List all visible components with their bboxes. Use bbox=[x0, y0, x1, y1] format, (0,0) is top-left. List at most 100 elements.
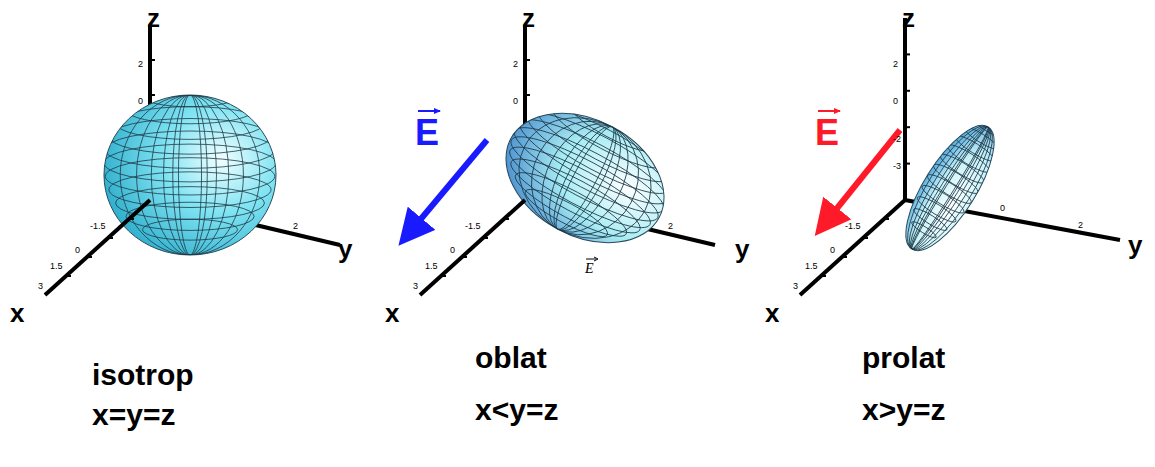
parallel bbox=[521, 182, 613, 244]
tick bbox=[842, 256, 847, 258]
tick-label: 3 bbox=[793, 282, 798, 291]
parallel bbox=[962, 124, 999, 152]
parallel bbox=[504, 148, 647, 245]
tick-label: -3 bbox=[893, 162, 901, 171]
tick-label: 0 bbox=[138, 97, 143, 106]
tick-label: 0 bbox=[450, 246, 455, 255]
parallel bbox=[910, 219, 938, 240]
tick-label: -1.5 bbox=[90, 222, 106, 231]
parallel bbox=[566, 97, 658, 159]
parallel bbox=[142, 86, 237, 107]
parallel bbox=[105, 158, 275, 195]
tick bbox=[863, 237, 868, 239]
tick bbox=[525, 59, 530, 61]
tick-label: -2 bbox=[893, 135, 901, 144]
axis-label: z bbox=[147, 5, 160, 31]
axis-label: x bbox=[10, 300, 24, 326]
tick-label: 3 bbox=[413, 282, 418, 291]
meridian bbox=[908, 125, 991, 252]
parallel bbox=[937, 150, 986, 187]
tick bbox=[66, 275, 71, 277]
ellipsoid bbox=[104, 86, 276, 255]
tick bbox=[150, 94, 155, 96]
tick bbox=[87, 256, 92, 258]
tick-label: 2 bbox=[138, 60, 143, 69]
x-axis bbox=[45, 200, 150, 295]
axis-label: x bbox=[765, 300, 779, 326]
ellipsoid bbox=[484, 79, 691, 268]
tick bbox=[483, 237, 488, 239]
axis-label: z bbox=[902, 5, 915, 31]
parallel bbox=[506, 115, 672, 227]
field-arrow bbox=[410, 140, 487, 232]
axis-label: x bbox=[385, 300, 399, 326]
caption-text: x<y=z bbox=[475, 395, 558, 425]
parallel bbox=[503, 124, 666, 234]
tick bbox=[821, 275, 826, 277]
meridian bbox=[178, 95, 201, 255]
ellipsoid-body bbox=[890, 113, 1010, 263]
tick bbox=[441, 275, 446, 277]
axis-label: y bbox=[1128, 232, 1142, 258]
parallel bbox=[931, 160, 981, 197]
parallel bbox=[925, 171, 974, 208]
tick-label: 2 bbox=[1078, 221, 1083, 230]
tick bbox=[462, 256, 467, 258]
axis-label: z bbox=[522, 5, 535, 31]
meridian bbox=[151, 95, 228, 255]
tick-label: 2 bbox=[293, 222, 298, 231]
tick bbox=[129, 218, 134, 220]
tick bbox=[905, 90, 910, 92]
meridian bbox=[137, 95, 244, 255]
ellipsoid-grid bbox=[890, 111, 1011, 262]
tick bbox=[905, 163, 910, 165]
tick bbox=[905, 126, 910, 128]
caption-text: isotrop bbox=[92, 360, 194, 390]
caption-text: x=y=z bbox=[92, 400, 175, 430]
ellipsoid bbox=[890, 111, 1011, 262]
tick bbox=[504, 218, 509, 220]
parallel bbox=[945, 141, 992, 176]
tick-label: 0 bbox=[893, 97, 898, 106]
tick bbox=[525, 94, 530, 96]
tick-label: 0 bbox=[830, 246, 835, 255]
tick-label: 2 bbox=[893, 60, 898, 69]
tick bbox=[884, 218, 889, 220]
vector-accent bbox=[418, 110, 440, 112]
parallel bbox=[953, 132, 996, 164]
caption-text: E bbox=[815, 115, 839, 151]
caption-text: x>y=z bbox=[862, 395, 945, 425]
tick-label: 1.5 bbox=[805, 262, 818, 271]
tick-label: -1.5 bbox=[845, 222, 861, 231]
x-axis bbox=[420, 200, 525, 295]
tick-label: 3 bbox=[38, 282, 43, 291]
z-axis bbox=[903, 18, 907, 200]
parallel bbox=[142, 219, 237, 240]
tick-label: -1.5 bbox=[465, 222, 481, 231]
axis-label: y bbox=[735, 236, 749, 262]
parallel bbox=[509, 163, 632, 246]
tick-label: 0 bbox=[513, 97, 518, 106]
tick bbox=[108, 237, 113, 239]
ellipsoid-grid bbox=[484, 79, 691, 268]
tick bbox=[905, 53, 910, 55]
ellipsoid-grid bbox=[104, 86, 276, 255]
tick-label: 2 bbox=[513, 60, 518, 69]
ellipsoid-body bbox=[104, 95, 276, 255]
meridian bbox=[907, 124, 993, 252]
caption-text: oblat bbox=[475, 343, 547, 373]
tick-label: 1.5 bbox=[50, 262, 63, 271]
vector-accent bbox=[594, 257, 598, 261]
ellipsoid-body bbox=[484, 87, 687, 268]
meridian bbox=[893, 115, 1006, 260]
tick-label: 0 bbox=[75, 246, 80, 255]
tick-label: 2 bbox=[668, 222, 673, 231]
tick-label: E bbox=[585, 262, 594, 276]
parallel bbox=[915, 193, 958, 225]
axis-label: y bbox=[338, 236, 352, 262]
parallel bbox=[974, 118, 1002, 139]
tick-label: 0 bbox=[1000, 204, 1005, 213]
meridian bbox=[898, 118, 1003, 258]
parallel bbox=[116, 187, 265, 220]
parallel bbox=[919, 182, 966, 217]
